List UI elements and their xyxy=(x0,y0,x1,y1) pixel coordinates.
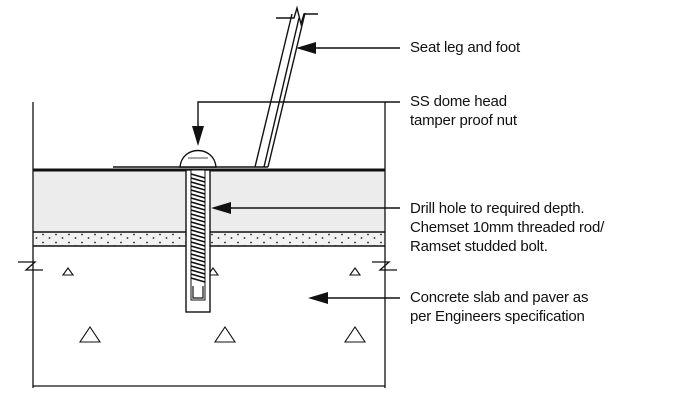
seat-leg xyxy=(254,5,318,168)
label-line: SS dome head xyxy=(410,93,507,110)
right-break-line xyxy=(372,261,397,271)
label-dome-nut: SS dome head tamper proof nut xyxy=(410,92,517,130)
arrow-concrete xyxy=(308,292,328,304)
label-line: Concrete slab and paver as xyxy=(410,289,589,306)
label-line: Chemset 10mm threaded rod/ xyxy=(410,219,605,236)
dome-head-nut xyxy=(179,150,217,168)
label-line: Ramset studded bolt. xyxy=(410,238,548,255)
aggregate-marks xyxy=(61,267,367,343)
label-line: Drill hole to required depth. xyxy=(410,200,585,217)
leader-dome-nut xyxy=(197,101,400,130)
rod-tip xyxy=(192,286,204,299)
label-line: Seat leg and foot xyxy=(410,39,521,56)
arrow-drill-hole xyxy=(211,202,231,214)
arrow-dome-nut xyxy=(192,126,204,146)
rod-threads xyxy=(190,173,206,283)
label-seat-leg: Seat leg and foot xyxy=(410,38,520,57)
label-drill-hole: Drill hole to required depth. Chemset 10… xyxy=(410,199,604,256)
arrow-seat-leg xyxy=(296,42,316,54)
left-break-line xyxy=(18,261,43,271)
label-line: tamper proof nut xyxy=(410,112,517,129)
label-concrete: Concrete slab and paver as per Engineers… xyxy=(410,288,588,326)
label-line: per Engineers specification xyxy=(410,308,585,325)
